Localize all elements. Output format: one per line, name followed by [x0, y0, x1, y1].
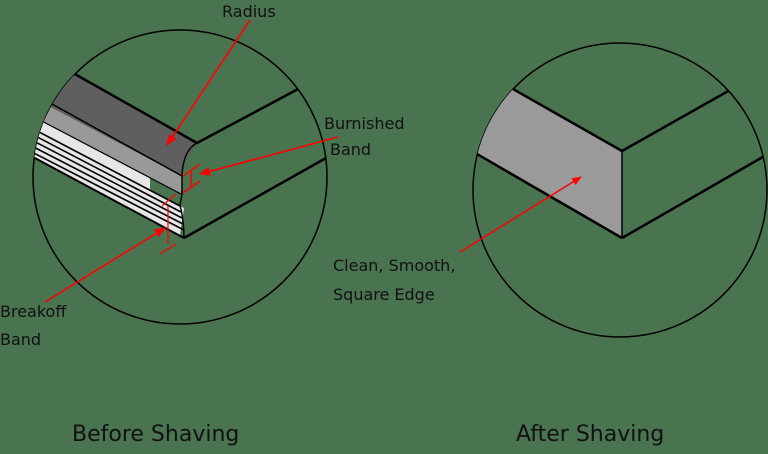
burnished-band-arrow	[198, 136, 339, 176]
before-shaving-caption: Before Shaving	[72, 422, 240, 447]
clean-edge-face	[473, 89, 622, 238]
after-shaving-caption: After Shaving	[516, 422, 665, 447]
breakoff-band-arrow	[44, 227, 166, 303]
burnished-band-face	[36, 104, 182, 194]
burnished-dimension-mark	[182, 163, 201, 194]
radius-face	[45, 73, 197, 176]
after-shaving-detail	[459, 42, 768, 338]
burnished-band-label-line1: Burnished	[324, 114, 405, 133]
clean-edge-label-line1: Clean, Smooth,	[333, 256, 456, 275]
burnished-band-label-line2: Band	[330, 140, 372, 159]
clean-edge-label-line2: Square Edge	[333, 285, 435, 304]
radius-label: Radius	[222, 2, 276, 21]
after-magnifier-circle	[472, 42, 768, 338]
radius-arrow	[166, 19, 251, 146]
breakoff-band-label-line2: Band	[0, 330, 42, 349]
before-shaving-detail	[32, 19, 339, 325]
before-magnifier-circle	[32, 29, 328, 325]
clean-edge-arrow	[459, 176, 582, 253]
breakoff-band-label-line1: Breakoff	[0, 302, 67, 321]
breakoff-dimension-mark	[159, 193, 177, 255]
